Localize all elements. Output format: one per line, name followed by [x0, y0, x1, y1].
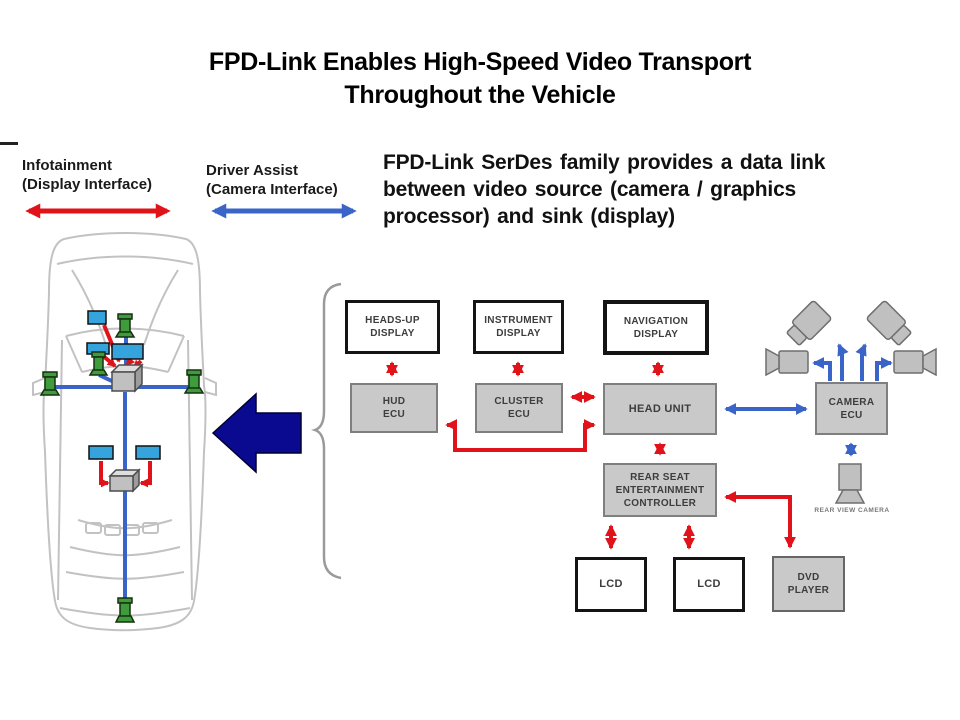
block-hud-ecu-label: HUD ECU [382, 396, 406, 420]
legend-infotainment-label: Infotainment (Display Interface) [22, 157, 153, 193]
link-rearseat-dvd [724, 491, 796, 549]
display-links [386, 361, 796, 550]
rear-view-camera-icon [834, 463, 866, 504]
car-front-bumper-line [56, 255, 194, 265]
block-camera-ecu-label: CAMERA ECU [828, 396, 875, 421]
page-title-line1: FPD-Link Enables High-Speed Video Transp… [208, 48, 752, 76]
block-rear-seat-controller: REAR SEAT ENTERTAINMENT CONTROLLER [603, 463, 717, 517]
car-side-mirrors [32, 377, 217, 397]
block-heads-up-display-label: HEADS-UP DISPLAY [365, 315, 420, 339]
car-camera-side-right-icon [183, 369, 205, 394]
block-navigation-display-label: NAVIGATION DISPLAY [623, 315, 689, 340]
legend-infotainment: Infotainment (Display Interface) [22, 156, 152, 194]
block-cluster-ecu: CLUSTER ECU [475, 383, 563, 433]
block-hud-ecu: HUD ECU [350, 383, 438, 433]
rear-view-camera-label: REAR VIEW CAMERA [814, 507, 890, 514]
link-cameraecu-cam-topleft [837, 343, 849, 381]
block-rear-seat-controller-label: REAR SEAT ENTERTAINMENT CONTROLLER [615, 471, 705, 509]
car-camera-roof-icon [114, 313, 136, 338]
block-lcd-left-label: LCD [599, 578, 623, 591]
block-instrument-display: INSTRUMENT DISPLAY [473, 300, 564, 354]
block-lcd-right-label: LCD [697, 578, 721, 591]
car-head-unit-box-icon [110, 363, 144, 393]
infotainment-arrow-icon [25, 203, 171, 219]
car-headrests [85, 522, 159, 536]
page-title: FPD-Link Enables High-Speed Video Transp… [0, 46, 960, 112]
camera-left-icon [765, 347, 809, 377]
link-cameraecu-cam-left [812, 357, 832, 381]
block-lcd-left: LCD [575, 557, 647, 612]
car-windshield-sides [65, 335, 185, 373]
car-display-rear-left-icon [88, 445, 114, 460]
legend-driver-assist: Driver Assist (Camera Interface) [206, 161, 338, 199]
page-title-line2: Throughout the Vehicle [344, 81, 616, 109]
block-head-unit-label: HEAD UNIT [628, 402, 692, 415]
car-camera-side-left-icon [39, 371, 61, 396]
block-head-unit: HEAD UNIT [603, 383, 717, 435]
satellite-cameras [765, 300, 937, 504]
car-displays [86, 310, 161, 460]
car-hood-line-right [143, 269, 179, 346]
camera-top-left-icon [786, 300, 832, 346]
car-display-center-icon [111, 343, 144, 360]
description-text: FPD-Link SerDes family provides a data l… [383, 151, 826, 228]
block-dvd-player: DVD PLAYER [772, 556, 845, 612]
car-camera-rear-icon [114, 597, 136, 623]
legend-driver-assist-label: Driver Assist (Camera Interface) [206, 162, 338, 198]
edge-tick-line [0, 142, 18, 145]
car-rear-controller-box-icon [108, 468, 141, 493]
block-instrument-display-label: INSTRUMENT DISPLAY [484, 315, 553, 339]
car-camera-mid-left-icon [88, 351, 109, 376]
block-dvd-player-label: DVD PLAYER [787, 572, 830, 596]
camera-top-right-icon [866, 300, 912, 346]
car-display-rear-right-icon [135, 445, 161, 460]
block-lcd-right: LCD [673, 557, 745, 612]
driver-assist-arrow-icon [211, 203, 357, 219]
car-display-front-left-icon [87, 310, 107, 325]
link-hudecu-headunit [445, 419, 596, 452]
big-left-arrow-icon [211, 392, 302, 474]
block-navigation-display: NAVIGATION DISPLAY [603, 300, 709, 355]
link-cameraecu-cam-right [875, 357, 893, 381]
block-camera-ecu: CAMERA ECU [815, 382, 888, 435]
car-cameras [39, 313, 205, 623]
curly-brace [311, 282, 342, 580]
link-cameraecu-cam-topright [855, 343, 867, 381]
camera-right-icon [893, 347, 937, 377]
block-cluster-ecu-label: CLUSTER ECU [494, 396, 544, 420]
block-heads-up-display: HEADS-UP DISPLAY [345, 300, 440, 354]
camera-links [724, 343, 893, 457]
